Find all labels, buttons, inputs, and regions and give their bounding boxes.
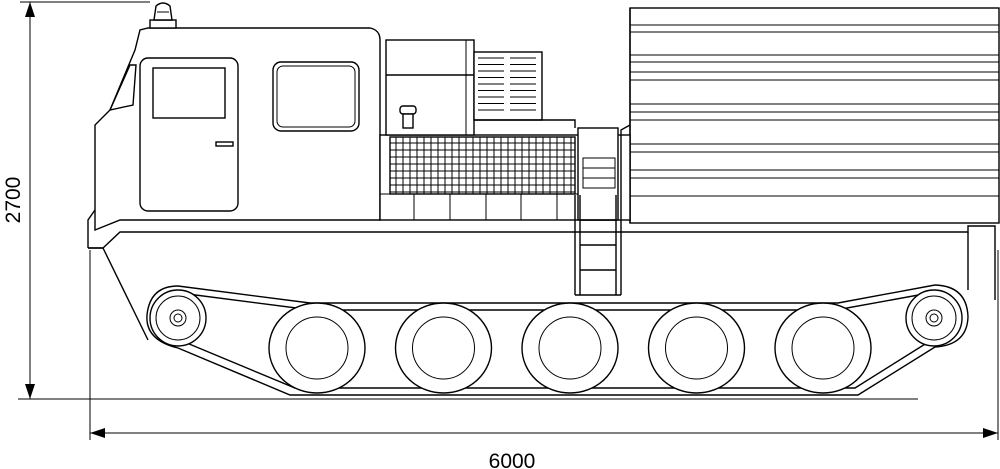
height-label: 2700 — [2, 177, 25, 224]
track-assembly — [146, 284, 969, 396]
road-wheels — [268, 302, 872, 394]
cab — [94, 2, 381, 232]
side-window — [272, 61, 360, 132]
length-dimension: 6000 — [89, 250, 999, 469]
road-wheel — [521, 302, 619, 394]
rear-idler — [149, 289, 207, 347]
door-handle — [215, 141, 234, 147]
engine-compartment — [379, 39, 631, 221]
cab-door — [139, 57, 239, 212]
beacon-light-icon — [149, 2, 177, 29]
hull — [87, 209, 996, 341]
road-wheel — [268, 302, 366, 394]
front-idler — [905, 289, 963, 347]
arrow-left-icon — [90, 428, 105, 438]
length-label: 6000 — [489, 450, 536, 469]
arrow-down-icon — [25, 384, 35, 399]
arrow-right-icon — [983, 428, 998, 438]
cargo-slats — [630, 24, 999, 197]
boarding-ladder — [574, 124, 631, 296]
road-wheel — [647, 302, 746, 394]
radiator-louvers — [478, 57, 536, 111]
arrow-up-icon — [25, 2, 35, 17]
windshield — [108, 64, 137, 111]
engine-grille — [390, 137, 575, 194]
filler-cap-icon — [399, 105, 417, 129]
door-window — [152, 67, 226, 119]
cargo-body — [629, 7, 1000, 224]
road-wheel — [394, 302, 493, 394]
road-wheel — [774, 302, 872, 394]
